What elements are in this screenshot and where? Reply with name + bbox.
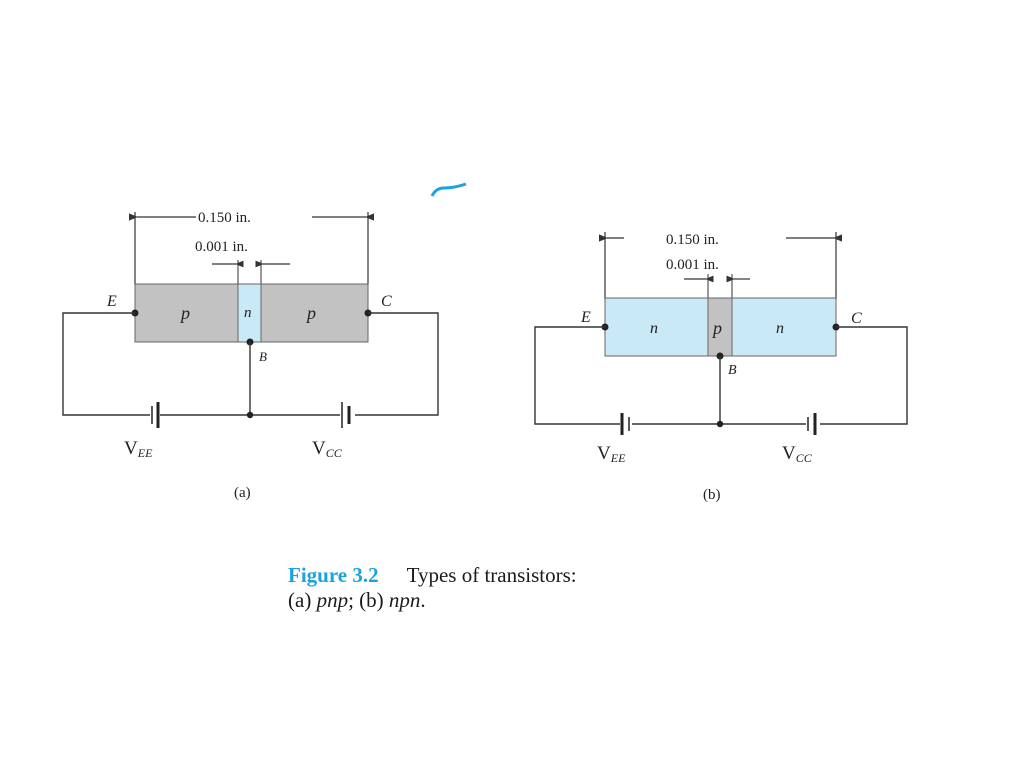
wire-emitter <box>62 312 150 416</box>
caption-end: . <box>420 588 426 612</box>
battery-vcc-symbol <box>341 402 351 428</box>
decorative-mark <box>430 182 467 197</box>
caption-sep: ; (b) <box>348 588 389 612</box>
caption-heading: Figure 3.2 <box>288 563 379 587</box>
region-collector-label: p <box>305 303 316 323</box>
caption-line-2: (a) pnp; (b) npn. <box>288 588 808 613</box>
region-collector <box>731 297 837 357</box>
region-emitter-label: n <box>650 320 658 337</box>
diagram-b-caption: (b) <box>703 487 721 503</box>
vcc-label: VCC <box>312 438 343 460</box>
battery-vee-symbol <box>620 413 630 435</box>
battery-vcc-symbol <box>807 413 817 435</box>
terminal-e-label: E <box>580 309 591 326</box>
vee-label: VEE <box>124 438 153 460</box>
region-collector <box>260 283 369 343</box>
caption-open-a: (a) <box>288 588 317 612</box>
vee-label: VEE <box>597 443 626 465</box>
wire-emitter <box>534 326 620 425</box>
caption-title: Types of transistors: <box>406 563 577 587</box>
caption-npn: npn <box>388 588 421 612</box>
terminal-e-label: E <box>106 293 117 310</box>
dimension-total-label: 0.150 in. <box>198 210 251 226</box>
dimension-total-label: 0.150 in. <box>666 232 719 248</box>
diagram-a-caption: (a) <box>234 485 251 501</box>
dimension-base-label: 0.001 in. <box>666 257 719 273</box>
terminal-c-label: C <box>851 310 862 327</box>
wire-collector <box>355 312 439 416</box>
dimension-base-label: 0.001 in. <box>195 239 248 255</box>
terminal-c-label: C <box>381 293 392 310</box>
terminal-b-label: B <box>259 349 267 364</box>
vcc-label: VCC <box>782 443 813 465</box>
diagram-a-pnp: 0.150 in. 0.001 in. p n p E C B <box>62 210 439 501</box>
region-emitter-label: p <box>179 303 190 323</box>
terminal-b-label: B <box>728 363 737 378</box>
battery-vee-symbol <box>151 402 160 428</box>
region-collector-label: n <box>776 320 784 337</box>
region-emitter <box>604 297 709 357</box>
wire-collector <box>820 326 908 425</box>
caption-pnp: pnp <box>316 588 349 612</box>
region-base-label: p <box>711 318 722 338</box>
region-base-label: n <box>244 305 252 321</box>
caption-line-1: Figure 3.2 Types of transistors: <box>288 563 808 588</box>
figure-caption: Figure 3.2 Types of transistors: (a) pnp;… <box>288 563 808 613</box>
diagram-b-npn: 0.150 in. 0.001 in. n p n E C B <box>534 232 908 503</box>
region-base <box>707 297 733 357</box>
